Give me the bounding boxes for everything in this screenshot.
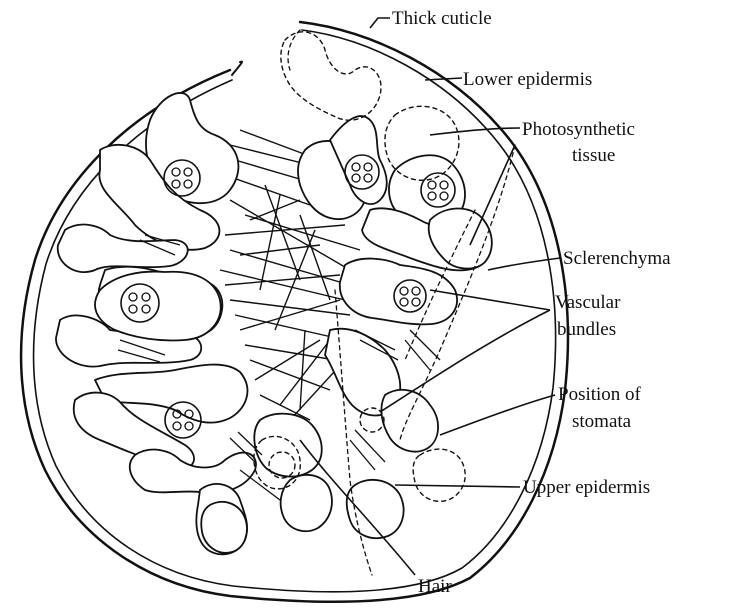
label-stomata-1: Position of	[558, 384, 642, 405]
label-vascular-2: bundles	[557, 319, 616, 340]
leader-thick-cuticle	[370, 18, 390, 28]
label-sclerenchyma: Sclerenchyma	[563, 248, 671, 269]
label-thick-cuticle: Thick cuticle	[392, 8, 492, 29]
label-lower-epidermis: Lower epidermis	[463, 69, 592, 90]
label-hair: Hair	[418, 576, 452, 597]
leader-upper-epidermis	[395, 485, 520, 487]
label-photosynthetic-1: Photosynthetic	[522, 119, 635, 140]
leader-stomata	[440, 395, 555, 435]
label-upper-epidermis: Upper epidermis	[523, 477, 650, 498]
label-photosynthetic-2: tissue	[572, 145, 615, 166]
leader-photosynthetic-2	[470, 145, 515, 245]
leader-lower-epidermis	[425, 78, 462, 80]
label-vascular-1: Vascular	[555, 292, 621, 313]
label-stomata-2: stomata	[572, 411, 632, 432]
